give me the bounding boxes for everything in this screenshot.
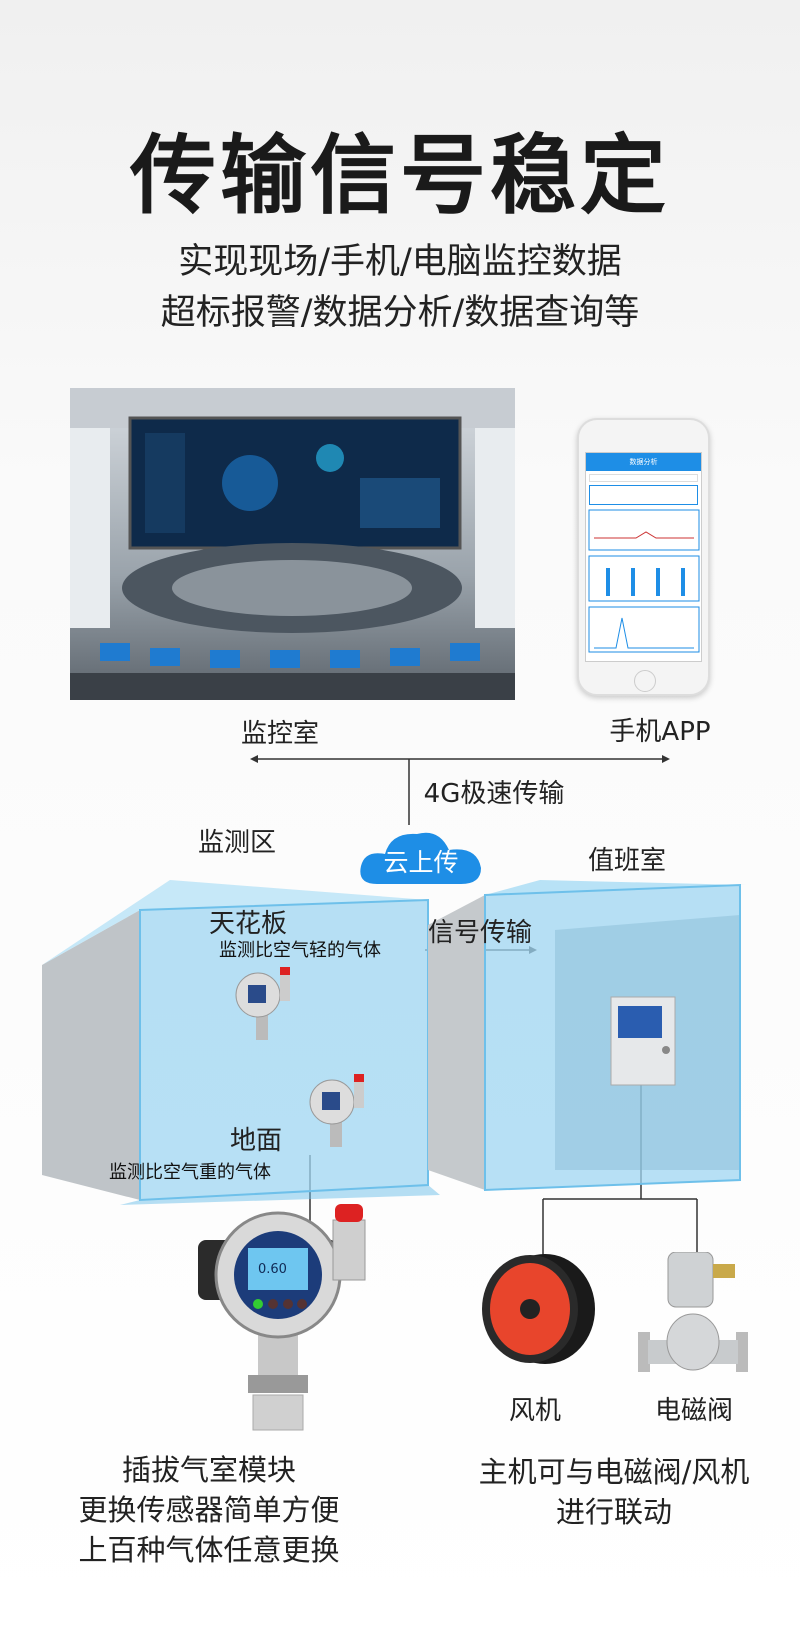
detector-feature-text: 插拔气室模块 更换传感器简单方便 上百种气体任意更换 (78, 1450, 339, 1570)
fan-icon (482, 1254, 595, 1364)
detector-feature-line: 插拔气室模块 (121, 1453, 297, 1487)
detector-feature-line: 更换传感器简单方便 (78, 1493, 340, 1527)
detector-feature-line: 上百种气体任意更换 (78, 1533, 340, 1567)
phone-app-header: 数据分析 (586, 453, 701, 471)
valve-label: 电磁阀 (654, 1396, 734, 1426)
solenoid-valve-icon (638, 1252, 748, 1372)
linkage-feature-text: 主机可与电磁阀/风机 进行联动 (479, 1452, 750, 1532)
control-room-image (70, 388, 515, 700)
floor-desc: 监测比空气重的气体 (109, 1162, 271, 1183)
gas-detector-icon (198, 1204, 366, 1431)
alarm-controller-icon (610, 996, 676, 1086)
floor-title: 地面 (229, 1126, 283, 1156)
phone-app-label: 手机APP (609, 717, 711, 747)
ceiling-desc: 监测比空气轻的气体 (219, 940, 381, 961)
linkage-feature-line: 主机可与电磁阀/风机 (478, 1455, 750, 1489)
control-room-label: 监控室 (240, 719, 320, 749)
duty-room-label: 值班室 (587, 846, 667, 876)
transmission-label: 4G极速传输 (423, 779, 565, 809)
monitor-zone-label: 监测区 (197, 828, 277, 858)
cloud-label: 云上传 (383, 848, 459, 877)
ceiling-detector-icon (235, 967, 290, 1040)
detector-reading: 0.60 (258, 1262, 287, 1277)
phone-mockup: 数据分析 (577, 418, 710, 696)
fan-label: 风机 (508, 1396, 562, 1426)
phone-charts (588, 509, 700, 653)
linkage-feature-line: 进行联动 (555, 1495, 672, 1529)
ceiling-title: 天花板 (208, 909, 288, 939)
cloud-upload-badge: 云上传 (357, 826, 485, 886)
floor-detector-icon (309, 1074, 364, 1147)
page-title: 传输信号稳定 (130, 126, 670, 226)
signal-transmission-label: 信号传输 (427, 918, 533, 948)
subtitle-line-1: 实现现场/手机/电脑监控数据 (178, 242, 622, 282)
subtitle-line-2: 超标报警/数据分析/数据查询等 (160, 293, 640, 333)
